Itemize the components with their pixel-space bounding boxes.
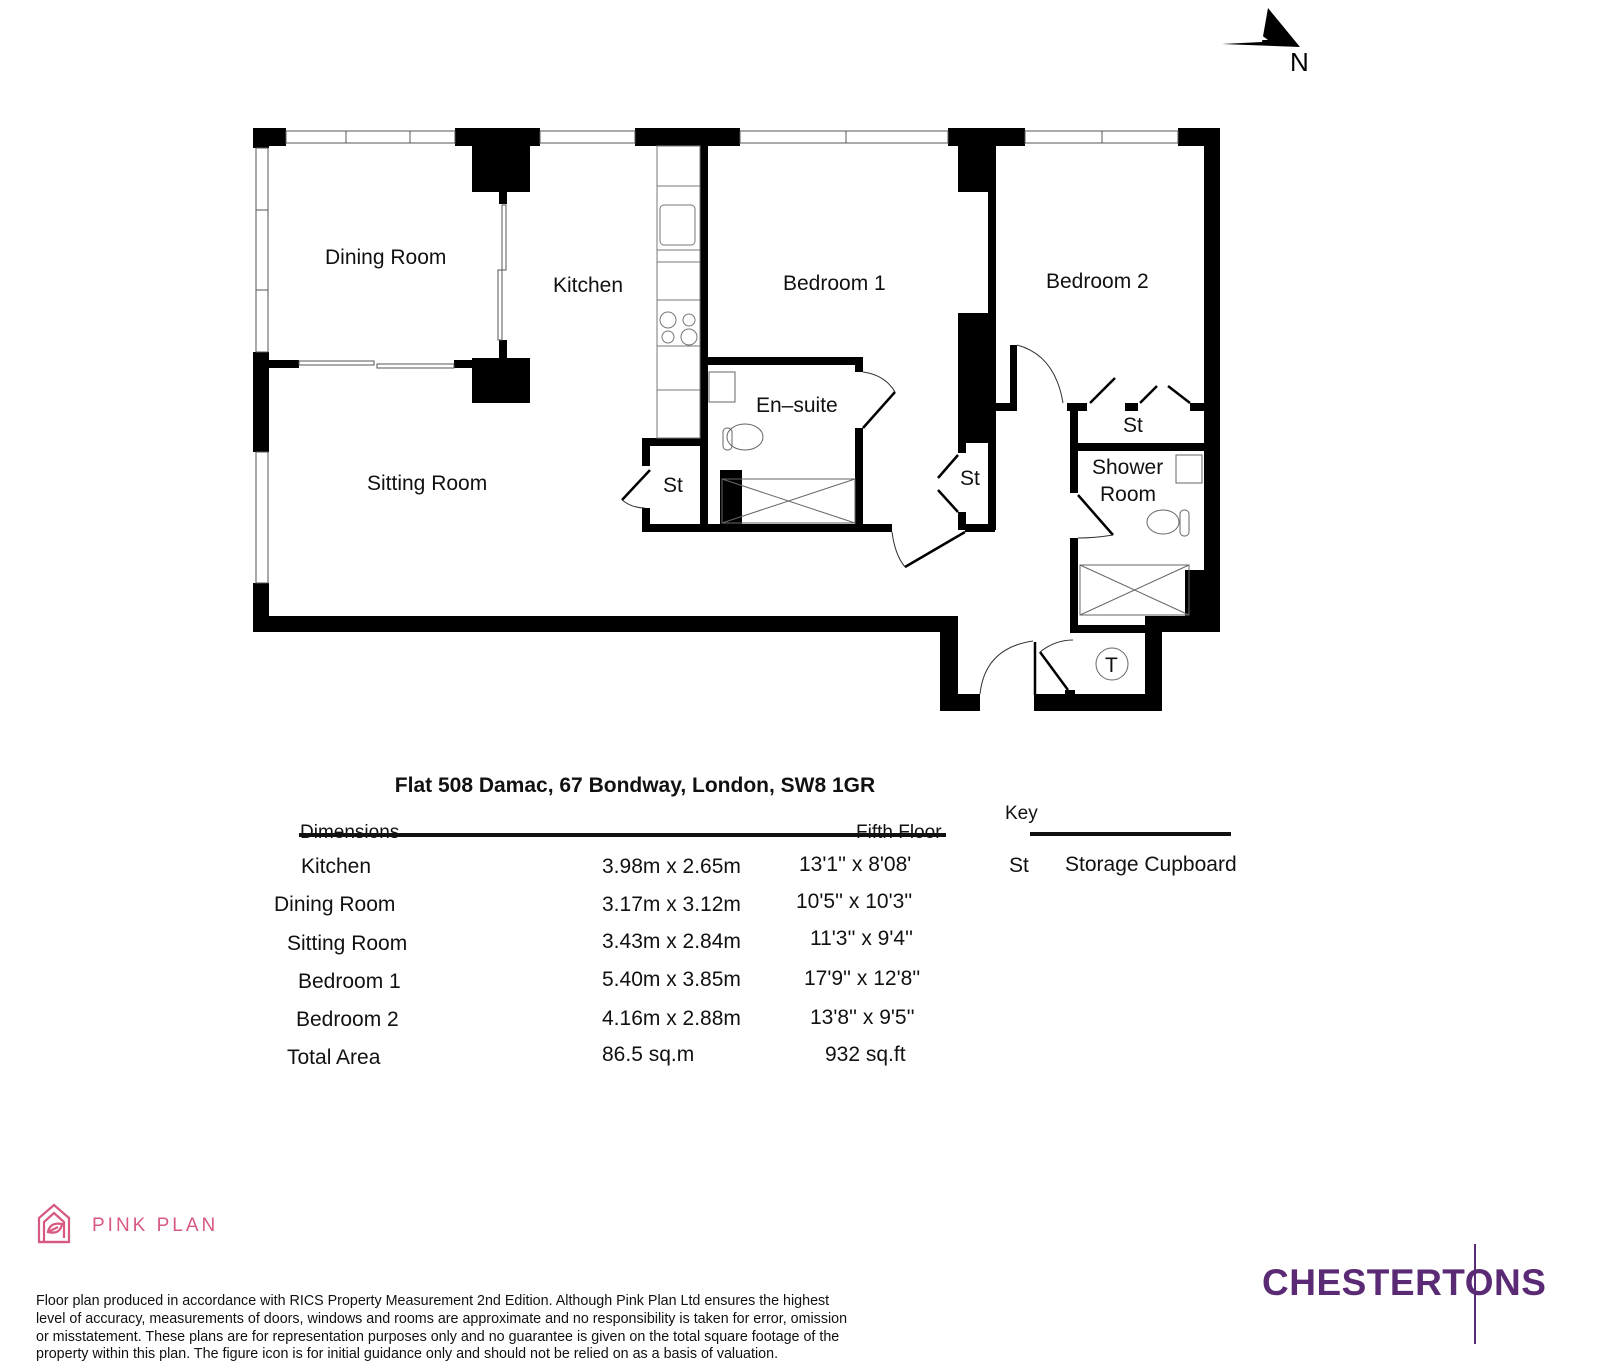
room-label-cupboard-t: T bbox=[1105, 654, 1118, 677]
disclaimer-line: property within this plan. The figure ic… bbox=[36, 1346, 779, 1363]
kitchen-units bbox=[656, 145, 701, 439]
room-label-dining-room: Dining Room bbox=[325, 246, 446, 269]
metric-size: 4.16m x 2.88m bbox=[602, 1007, 741, 1030]
compass-north-label: N bbox=[1290, 47, 1309, 77]
room-label-store-bedroom-2: St bbox=[1123, 414, 1143, 437]
room-name: Bedroom 2 bbox=[296, 1008, 399, 1031]
imperial-size: 11'3'' x 9'4'' bbox=[810, 927, 914, 950]
door-swings bbox=[621, 344, 1114, 695]
dimensions-heading: Dimensions bbox=[300, 822, 399, 844]
imperial-size: 17'9'' x 12'8'' bbox=[804, 967, 921, 990]
room-label-bedroom-1: Bedroom 1 bbox=[783, 272, 886, 295]
key-rule bbox=[1030, 832, 1231, 836]
metric-size: 3.43m x 2.84m bbox=[602, 930, 741, 953]
floor-plan: N bbox=[253, 8, 1309, 711]
room-name: Bedroom 1 bbox=[298, 970, 401, 993]
room-label-store-kitchen: St bbox=[663, 474, 683, 497]
bathroom-fixtures bbox=[708, 371, 1203, 681]
floor-label: Fifth Floor bbox=[856, 822, 942, 844]
room-label-shower-room-line2: Room bbox=[1100, 483, 1156, 506]
room-name: Total Area bbox=[287, 1046, 381, 1069]
disclaimer: Floor plan produced in accordance with R… bbox=[36, 1293, 956, 1364]
disclaimer-line: or misstatement. These plans are for rep… bbox=[36, 1328, 840, 1345]
room-name: Dining Room bbox=[274, 893, 396, 916]
windows bbox=[255, 130, 1179, 584]
pink-plan-wordmark: PINK PLAN bbox=[92, 1215, 219, 1236]
room-label-en-suite: En–suite bbox=[756, 394, 838, 417]
imperial-size: 13'8'' x 9'5'' bbox=[810, 1006, 915, 1029]
disclaimer-line: Floor plan produced in accordance with R… bbox=[36, 1293, 830, 1309]
imperial-size: 10'5'' x 10'3'' bbox=[796, 890, 913, 913]
imperial-size: 13'1'' x 8'08' bbox=[799, 853, 912, 876]
dimensions-rule bbox=[299, 833, 946, 837]
room-label-sitting-room: Sitting Room bbox=[367, 472, 487, 495]
key-meaning: Storage Cupboard bbox=[1065, 853, 1237, 876]
metric-size: 86.5 sq.m bbox=[602, 1043, 695, 1066]
key-heading: Key bbox=[1005, 803, 1038, 824]
room-name: Sitting Room bbox=[287, 932, 408, 955]
pink-plan-house-icon bbox=[37, 1203, 71, 1244]
key-abbr: St bbox=[1009, 854, 1029, 877]
chestertons-logo-bar bbox=[1474, 1244, 1476, 1344]
disclaimer-line: level of accuracy, measurements of doors… bbox=[36, 1310, 848, 1327]
property-address: Flat 508 Damac, 67 Bondway, London, SW8 … bbox=[394, 774, 876, 797]
metric-size: 3.98m x 2.65m bbox=[602, 855, 741, 878]
metric-size: 3.17m x 3.12m bbox=[602, 893, 741, 916]
room-label-bedroom-2: Bedroom 2 bbox=[1046, 270, 1149, 293]
metric-size: 5.40m x 3.85m bbox=[602, 968, 741, 991]
walls bbox=[253, 128, 1220, 711]
room-label-store-hall: St bbox=[960, 467, 980, 490]
room-label-shower-room-line1: Shower bbox=[1092, 456, 1163, 479]
room-label-kitchen: Kitchen bbox=[553, 274, 623, 297]
north-arrow-icon bbox=[1222, 8, 1300, 47]
room-name: Kitchen bbox=[301, 855, 372, 878]
imperial-size: 932 sq.ft bbox=[825, 1043, 906, 1066]
chestertons-logo: CHESTERTONS bbox=[1262, 1262, 1547, 1303]
doors bbox=[621, 377, 1191, 695]
